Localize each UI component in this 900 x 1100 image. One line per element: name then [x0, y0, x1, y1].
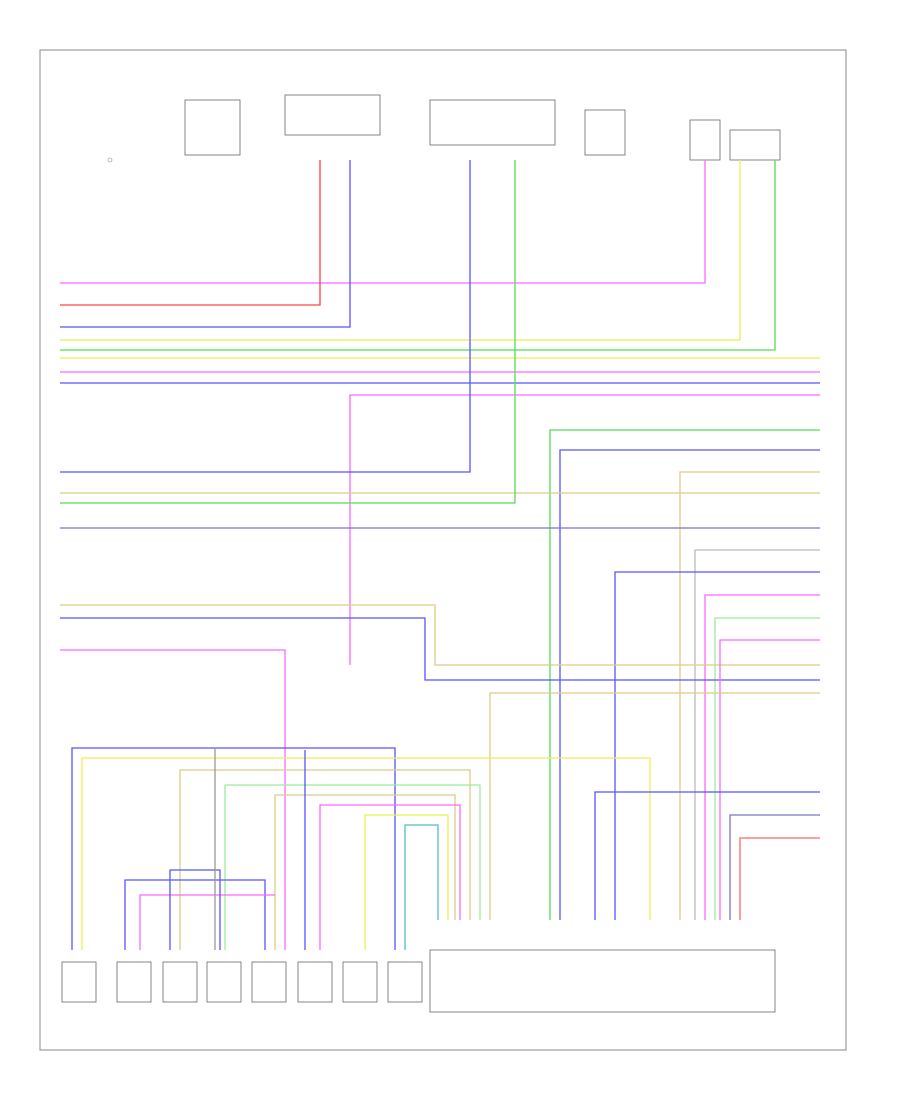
component-comp-4 [429, 99, 556, 146]
wire-yellow-3 [81, 757, 651, 950]
wire-lightgreen-2 [224, 784, 481, 950]
wire-lightgreen-1 [714, 617, 820, 920]
wire-green-2 [549, 429, 820, 920]
component-comp-6 [689, 119, 721, 161]
injector-7 [342, 961, 378, 1003]
wire-pink-5 [719, 639, 820, 920]
wire-blue-8 [594, 791, 820, 920]
injector-3 [162, 961, 198, 1003]
wire-blue-6 [60, 617, 820, 681]
wire-blue-9 [124, 879, 266, 950]
wire-green-3 [60, 160, 516, 504]
wire-gray-1 [694, 549, 820, 920]
injector-wires [71, 747, 820, 950]
wire-tan-3 [60, 604, 820, 666]
wire-yellow-1 [60, 160, 741, 341]
injector-2 [116, 961, 152, 1003]
wire-tan-4 [489, 692, 820, 920]
component-comp-5 [584, 109, 626, 156]
wire-pink-3 [349, 394, 820, 665]
wire-pink-4 [704, 594, 820, 920]
wire-yellow-4 [364, 814, 449, 950]
wire-blue-3 [559, 449, 820, 920]
wire-blue-4 [60, 160, 471, 473]
bus-wires [60, 160, 820, 950]
injector-5 [251, 961, 287, 1003]
component-comp-1 [107, 157, 113, 163]
wire-tan-5 [179, 769, 471, 950]
injector-row [61, 961, 423, 1003]
wire-blue-5 [614, 571, 820, 920]
wire-red-1 [60, 160, 321, 306]
wire-cyan-1 [404, 824, 439, 950]
injector-1 [61, 961, 97, 1003]
wire-blue-7 [71, 747, 396, 950]
wire-green-1 [60, 160, 776, 351]
pcm-box [429, 949, 776, 1013]
wire-tan-6 [274, 794, 456, 950]
wire-pink-7 [319, 804, 461, 950]
pcm-module [429, 949, 776, 1013]
wire-pink-6 [60, 649, 286, 950]
diagram-frame [39, 49, 847, 1051]
wire-blue-1 [60, 160, 351, 328]
injector-4 [206, 961, 242, 1003]
component-comp-7 [729, 129, 781, 161]
wire-tan-2 [679, 471, 820, 920]
wire-blue-10 [169, 869, 221, 950]
wire-pink-8 [139, 894, 275, 950]
component-comp-2 [184, 99, 241, 156]
wire-red-2 [739, 837, 820, 920]
wire-violet-2 [729, 814, 820, 920]
wire-pink-1 [60, 160, 706, 284]
injector-6 [297, 961, 333, 1003]
component-comp-3 [284, 94, 381, 136]
injector-8 [387, 961, 423, 1003]
